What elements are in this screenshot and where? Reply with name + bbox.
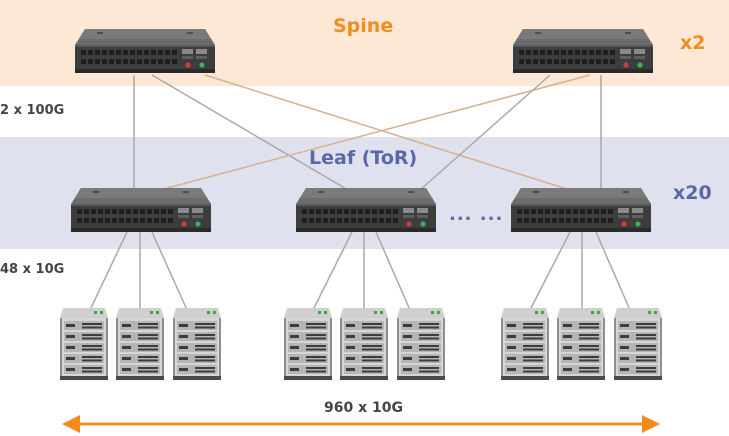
- leaf-switch-3: [511, 188, 651, 232]
- leaf-ellipsis: ... ...: [449, 204, 504, 225]
- leaf-server-links: [89, 231, 631, 311]
- total-bandwidth-label: 960 x 10G: [324, 400, 403, 416]
- leaf-label: Leaf (ToR): [309, 147, 418, 169]
- leaf-count: x20: [673, 182, 712, 204]
- link-spine1-leaf3: [204, 74, 571, 191]
- server-3-1: [501, 308, 549, 380]
- leaf-server-link-label: 48 x 10G: [0, 262, 65, 277]
- server-1-2: [116, 308, 164, 380]
- server-1-1: [60, 308, 108, 380]
- bandwidth-arrow: [62, 415, 660, 433]
- spine-count: x2: [680, 32, 706, 54]
- spine-label: Spine: [333, 15, 394, 37]
- link-spine1-leaf2: [151, 74, 349, 191]
- leaf-switch-1: [71, 188, 211, 232]
- link-spine2-leaf1: [159, 74, 591, 191]
- spine-leaf-links: [133, 74, 602, 191]
- leaf-switch-2: [296, 188, 436, 232]
- server-3-2: [557, 308, 605, 380]
- server-2-3: [397, 308, 445, 380]
- server-2-2: [340, 308, 388, 380]
- server-3-3: [614, 308, 662, 380]
- spine-leaf-link-label: 2 x 100G: [0, 103, 65, 118]
- spine-switch-1: [75, 29, 215, 73]
- spine-switch-2: [513, 29, 653, 73]
- link-spine2-leaf2: [419, 74, 551, 191]
- server-2-1: [284, 308, 332, 380]
- server-1-3: [173, 308, 221, 380]
